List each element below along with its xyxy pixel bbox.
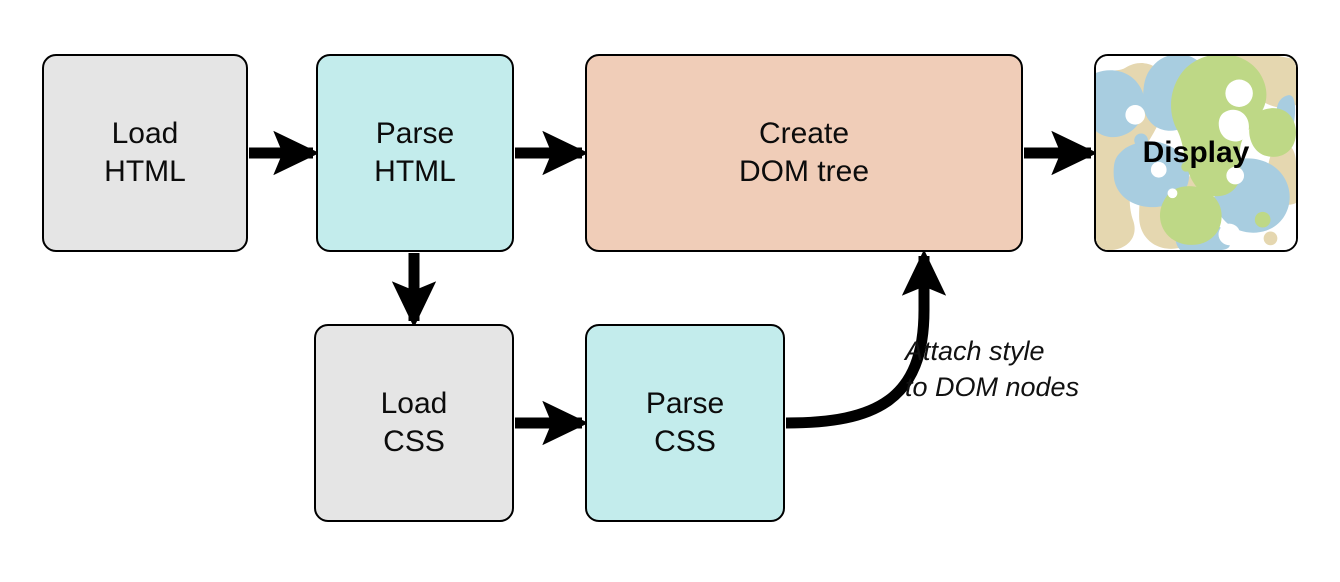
- node-parse-css[interactable]: Parse CSS: [585, 324, 785, 522]
- node-load-html-label: Load HTML: [104, 116, 186, 188]
- node-create-dom-tree[interactable]: Create DOM tree: [585, 54, 1023, 252]
- arrow-parse-css-to-create-dom: [785, 249, 947, 429]
- edge-label-attach-style: Attach style to DOM nodes: [905, 336, 1080, 402]
- display-blob-pattern-icon: [1096, 56, 1296, 250]
- node-parse-html[interactable]: Parse HTML: [316, 54, 514, 252]
- node-load-html[interactable]: Load HTML: [42, 54, 248, 252]
- node-parse-html-label: Parse HTML: [374, 116, 456, 188]
- node-create-dom-tree-label: Create DOM tree: [738, 116, 870, 188]
- node-display-label: Display: [1142, 135, 1250, 169]
- node-load-css[interactable]: Load CSS: [314, 324, 514, 522]
- node-display[interactable]: Display: [1094, 54, 1298, 252]
- node-load-css-label: Load CSS: [380, 386, 448, 458]
- node-parse-css-label: Parse CSS: [645, 386, 725, 458]
